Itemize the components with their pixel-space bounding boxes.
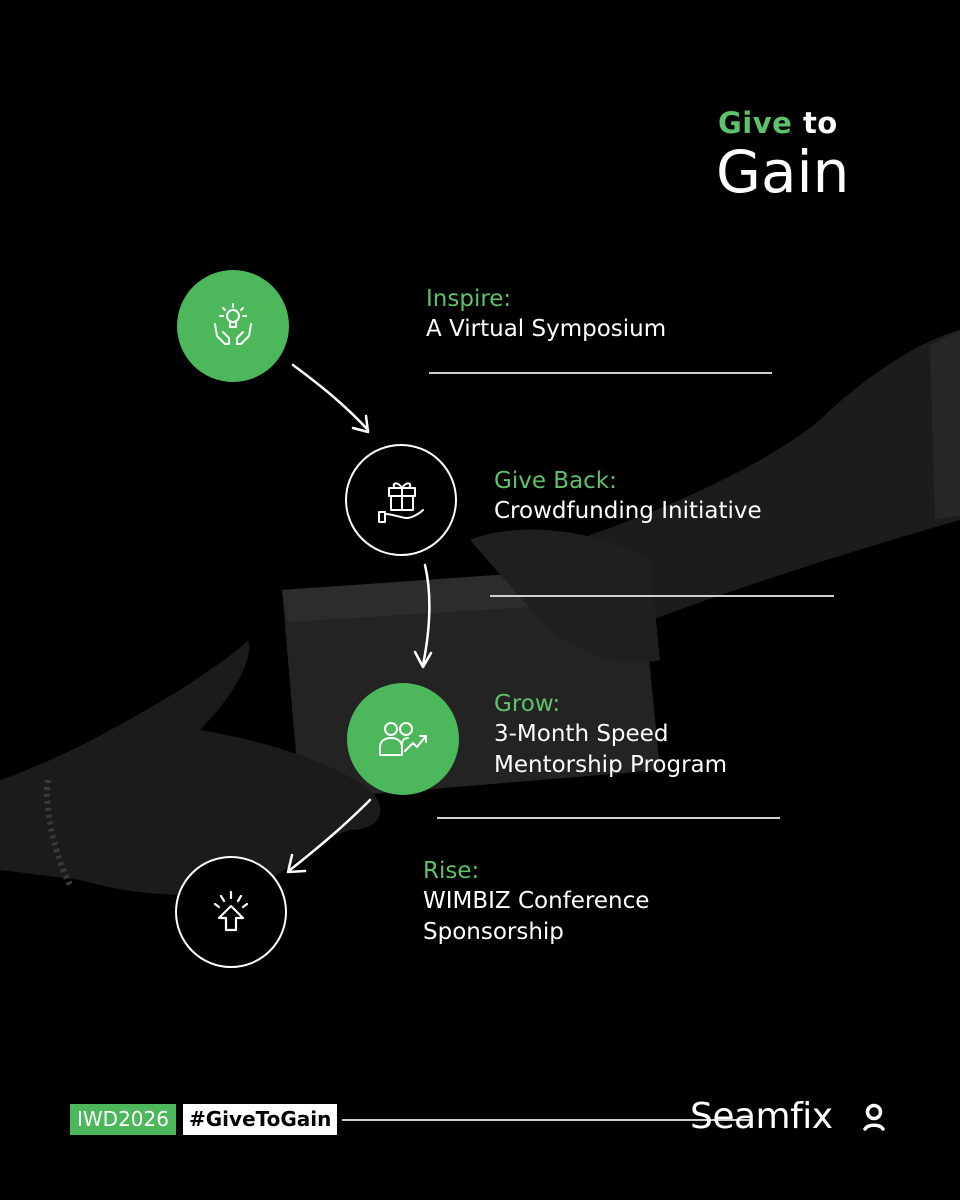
step-grow-text: Grow: 3-Month Speed Mentorship Program xyxy=(494,689,727,781)
title-word-to: to xyxy=(802,106,838,140)
step-inspire-desc: A Virtual Symposium xyxy=(426,316,667,342)
title-line-1: Give to xyxy=(718,105,849,141)
title-word-gain: Gain xyxy=(716,138,850,206)
step-rise-desc-line-1: WIMBIZ Conference xyxy=(423,888,650,914)
step-inspire-text: Inspire: A Virtual Symposium xyxy=(426,284,666,345)
step-grow-desc-line-2: Mentorship Program xyxy=(494,752,728,778)
step-grow-badge xyxy=(347,683,459,795)
step-rise-text: Rise: WIMBIZ Conference Sponsorship xyxy=(423,856,649,948)
title-word-give: Give xyxy=(718,106,793,140)
step-grow-desc-line-1: 3-Month Speed xyxy=(494,721,669,747)
step-grow-label: Grow: xyxy=(494,691,561,717)
hands-lightbulb-icon xyxy=(214,303,252,345)
seamfix-logo-icon xyxy=(863,1103,885,1131)
step-give-back-text: Give Back: Crowdfunding Initiative xyxy=(494,466,762,527)
step-rise-desc-line-2: Sponsorship xyxy=(423,919,564,945)
brand-name: Seamfix xyxy=(690,1096,833,1137)
divider xyxy=(490,595,834,597)
step-give-back-badge xyxy=(345,444,457,556)
rising-arrow-icon xyxy=(213,890,249,932)
campaign-title: Give to Gain xyxy=(716,105,850,206)
step-rise-label: Rise: xyxy=(423,858,480,884)
step-give-back-desc: Crowdfunding Initiative xyxy=(494,498,762,524)
footer: IWD2026 #GiveToGain Seamfix xyxy=(70,1096,890,1142)
divider xyxy=(429,372,772,374)
step-rise-badge xyxy=(175,856,287,968)
divider xyxy=(437,817,780,819)
step-inspire-label: Inspire: xyxy=(426,286,512,312)
iwd-tag: IWD2026 xyxy=(70,1104,176,1135)
hashtag: #GiveToGain xyxy=(183,1104,338,1135)
people-growth-icon xyxy=(379,722,427,756)
step-inspire-badge xyxy=(177,270,289,382)
hand-gift-icon xyxy=(378,482,424,523)
footer-divider xyxy=(342,1119,750,1121)
step-give-back-label: Give Back: xyxy=(494,468,617,494)
